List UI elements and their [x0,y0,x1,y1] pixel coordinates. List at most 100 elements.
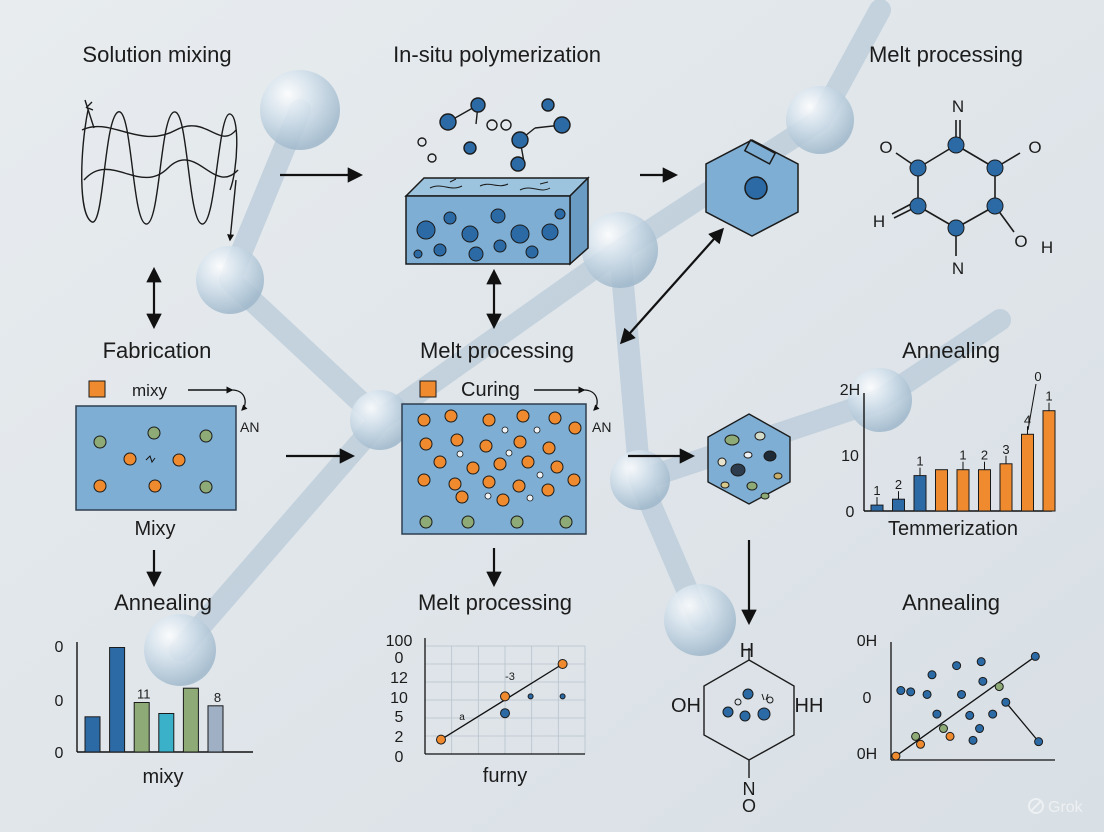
bar [207,705,224,753]
title-melt-processing-bottom: Melt processing [418,590,572,615]
y-tick-label: 0H [857,633,877,650]
scatter-point [896,686,906,696]
grok-watermark: Grok [1028,798,1084,816]
point-annotation: -3 [505,671,515,683]
title-melt-processing-top: Melt processing [869,42,1023,67]
scatter-point [436,734,446,745]
bar [109,647,126,753]
polymer-coil-icon [81,99,239,242]
bar-data-label: 2 [981,448,988,463]
scatter-point [911,731,921,741]
x-axis-label: furny [483,765,527,787]
scatter-point [1001,697,1011,707]
scatter-point [976,657,986,667]
y-tick-label: 5 [395,709,404,726]
scatter-point [988,709,998,719]
scatter-point [994,682,1004,692]
an-label-left: AN [240,419,259,435]
y-tick-label: 0 [55,693,64,710]
bar [999,463,1013,512]
bar-data-label: 1 [1045,389,1052,404]
y-tick-label: 100 [386,633,413,650]
scatter-point [945,731,955,741]
bar-leader-line [1027,383,1037,431]
title-annealing-right: Annealing [902,338,1000,363]
bar [978,469,991,512]
bar [1042,410,1056,512]
bar [1021,433,1034,512]
scatter-point [906,687,916,697]
scatter-point [527,693,534,700]
polymer-block-icon [404,176,590,266]
x-axis-label: mixy [142,766,183,788]
scatter-point [500,691,510,702]
y-tick-label: 0 [55,745,64,762]
scatter-point [1030,651,1040,661]
trend-line [440,663,563,741]
trend-line [1005,701,1040,743]
y-tick-label: 12 [390,670,408,687]
scatter-point [957,689,967,699]
flow-arrows [146,167,757,626]
hex-atom-o-bottom: O [742,796,756,816]
bar [133,702,150,753]
y-tick-label: 2 [395,729,404,746]
title-melt-processing-center: Melt processing [420,338,574,363]
bar-data-label: 4 [1024,412,1031,427]
scatter-point [968,735,978,745]
bar-data-label: 1 [873,483,880,498]
bar-data-label: 2 [895,477,902,492]
scatter-point [932,709,942,719]
scatter-point [938,724,948,734]
scatter-point [916,739,926,749]
bar-data-label: 8 [214,690,221,705]
curing-legend-swatch [419,380,437,398]
y-tick-label: 0 [395,650,404,667]
mixy-caption: Mixy [134,518,175,540]
bar [182,687,199,753]
atom-o-right: O [1028,138,1041,157]
atom-h-left: H [873,212,885,231]
hex-atom-h-top: H [740,640,754,662]
hex-atom-oh-left: OH [671,695,701,717]
hexagon-structure-icon [703,648,795,778]
atom-n-bottom: N [952,259,964,278]
bar [913,475,927,512]
title-solution-mixing: Solution mixing [82,42,231,67]
title-annealing-left: Annealing [114,590,212,615]
an-label-center: AN [592,419,611,435]
y-tick-label: 0H [857,746,877,763]
hex-atom-hh-right: HH [795,695,824,717]
bar [956,469,970,512]
bar [892,498,905,512]
title-annealing-bottom-right: Annealing [902,590,1000,615]
y-tick-label: 2H [840,382,860,399]
title-in-situ-polymerization: In-situ polymerization [393,42,601,67]
hexagon-panel-icon [705,139,799,237]
bar [84,716,101,753]
orange-legend-swatch [88,380,106,398]
atom-o-left: O [879,138,892,157]
curing-legend-label: Curing [461,379,520,401]
scatter-point [975,724,985,734]
scatter-point [559,693,566,700]
y-tick-label: 10 [390,690,408,707]
bar-data-label: 1 [916,454,923,469]
scatter-point [891,751,901,761]
composite-particle-icon [707,413,791,505]
scatter-point [978,676,988,686]
curing-panel: Curing AN [401,379,611,535]
y-tick-label: 0 [846,504,855,521]
title-fabrication: Fabrication [103,338,212,363]
atom-n-top: N [952,97,964,116]
mixy-legend-label: mixy [132,381,167,400]
bar [158,713,175,753]
bar [935,469,948,512]
scatter-point [922,689,932,699]
watermark-text: Grok [1048,799,1084,816]
y-tick-label: 10 [841,448,859,465]
